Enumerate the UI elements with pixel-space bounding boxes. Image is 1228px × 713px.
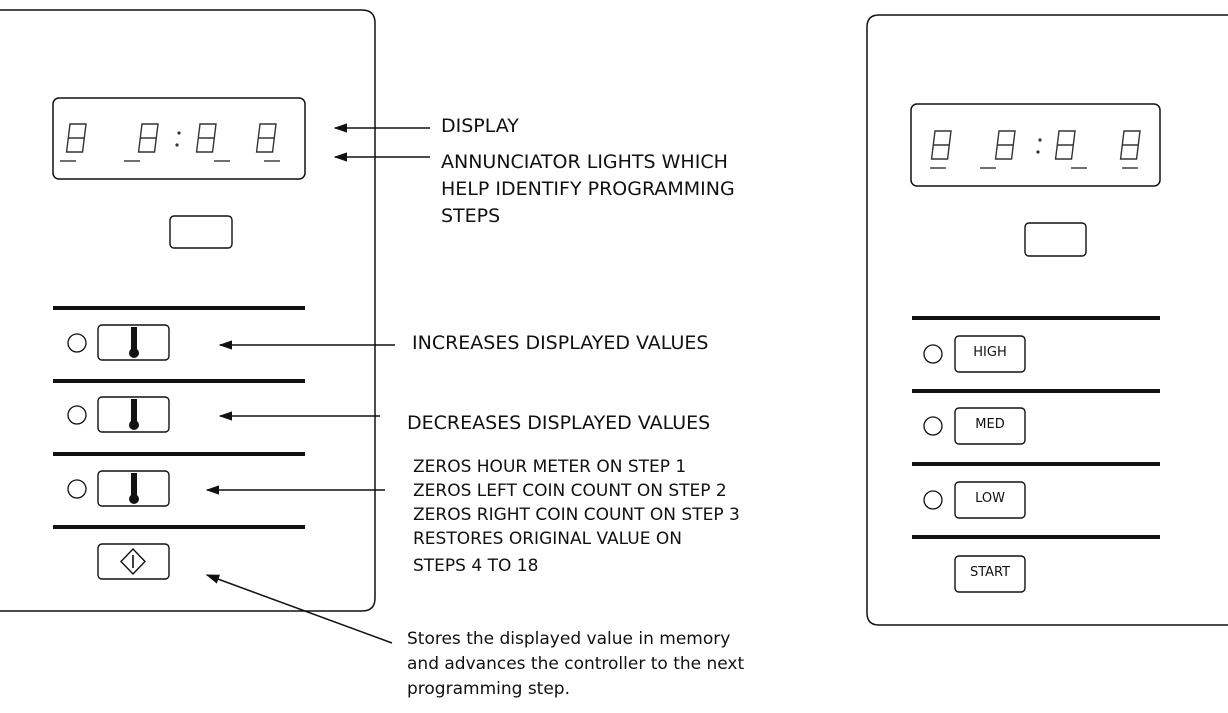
right-led-high [923,344,943,364]
low-button-label: LOW [975,491,1005,506]
callout-arrows [205,123,430,644]
digit-1 [65,123,87,153]
digit-2 [994,130,1016,160]
display-colon [175,131,181,147]
left-display [52,97,306,180]
left-led-2 [67,405,87,425]
zeros-line: STEPS 4 TO 18 [413,556,539,576]
left-display-digits [60,123,280,162]
left-panel-outline [0,9,376,612]
right-panel-outline [866,14,1228,626]
digit-4 [1119,130,1141,160]
thermometer-icon [129,473,139,504]
right-led-low [923,490,943,510]
digit-4 [255,123,277,153]
left-separators [53,306,305,529]
annunciator-line: ANNUNCIATOR LIGHTS WHICH [441,151,728,173]
store-line: Stores the displayed value in memory [407,629,731,649]
left-led-1 [67,333,87,353]
left-small-window [169,215,233,249]
right-start-button[interactable] [954,555,1026,593]
zeros-line: ZEROS LEFT COIN COUNT ON STEP 2 [413,481,727,501]
digit-1 [930,130,952,160]
med-button[interactable] [954,407,1026,445]
low-button[interactable] [954,481,1026,519]
annunciator-line: HELP IDENTIFY PROGRAMMING [441,178,735,200]
display-label: DISPLAY [441,115,519,137]
temp-decrease-button[interactable] [97,396,170,433]
thermometer-icon [129,327,139,358]
decrease-label: DECREASES DISPLAYED VALUES [407,412,711,434]
start-diamond-icon [120,547,146,576]
thermometer-icon [129,399,139,430]
zeros-line: RESTORES ORIGINAL VALUE ON [413,529,682,549]
right-separators [912,316,1160,539]
right-control-panel [866,14,1228,626]
increase-label: INCREASES DISPLAYED VALUES [412,332,709,354]
digit-3 [1054,130,1076,160]
start-button[interactable] [97,543,170,580]
digit-2 [137,123,159,153]
digit-3 [195,123,217,153]
temp-zero-restore-button[interactable] [97,470,170,507]
store-line: and advances the controller to the next [407,654,745,674]
store-line: programming step. [407,679,570,699]
zeros-line: ZEROS RIGHT COIN COUNT ON STEP 3 [413,505,740,525]
high-button[interactable] [954,335,1026,373]
display-colon [1036,138,1042,154]
med-button-label: MED [975,417,1005,432]
store-arrow [205,574,393,644]
zeros-line: ZEROS HOUR METER ON STEP 1 [413,457,687,477]
left-led-3 [67,479,87,499]
start-button-label: START [969,565,1011,580]
right-led-med [923,416,943,436]
left-control-panel [0,9,376,612]
annunciator-line: STEPS [441,205,501,227]
right-display [910,103,1161,187]
temp-increase-button[interactable] [97,324,170,361]
high-button-label: HIGH [973,345,1007,360]
right-small-window [1024,222,1087,257]
